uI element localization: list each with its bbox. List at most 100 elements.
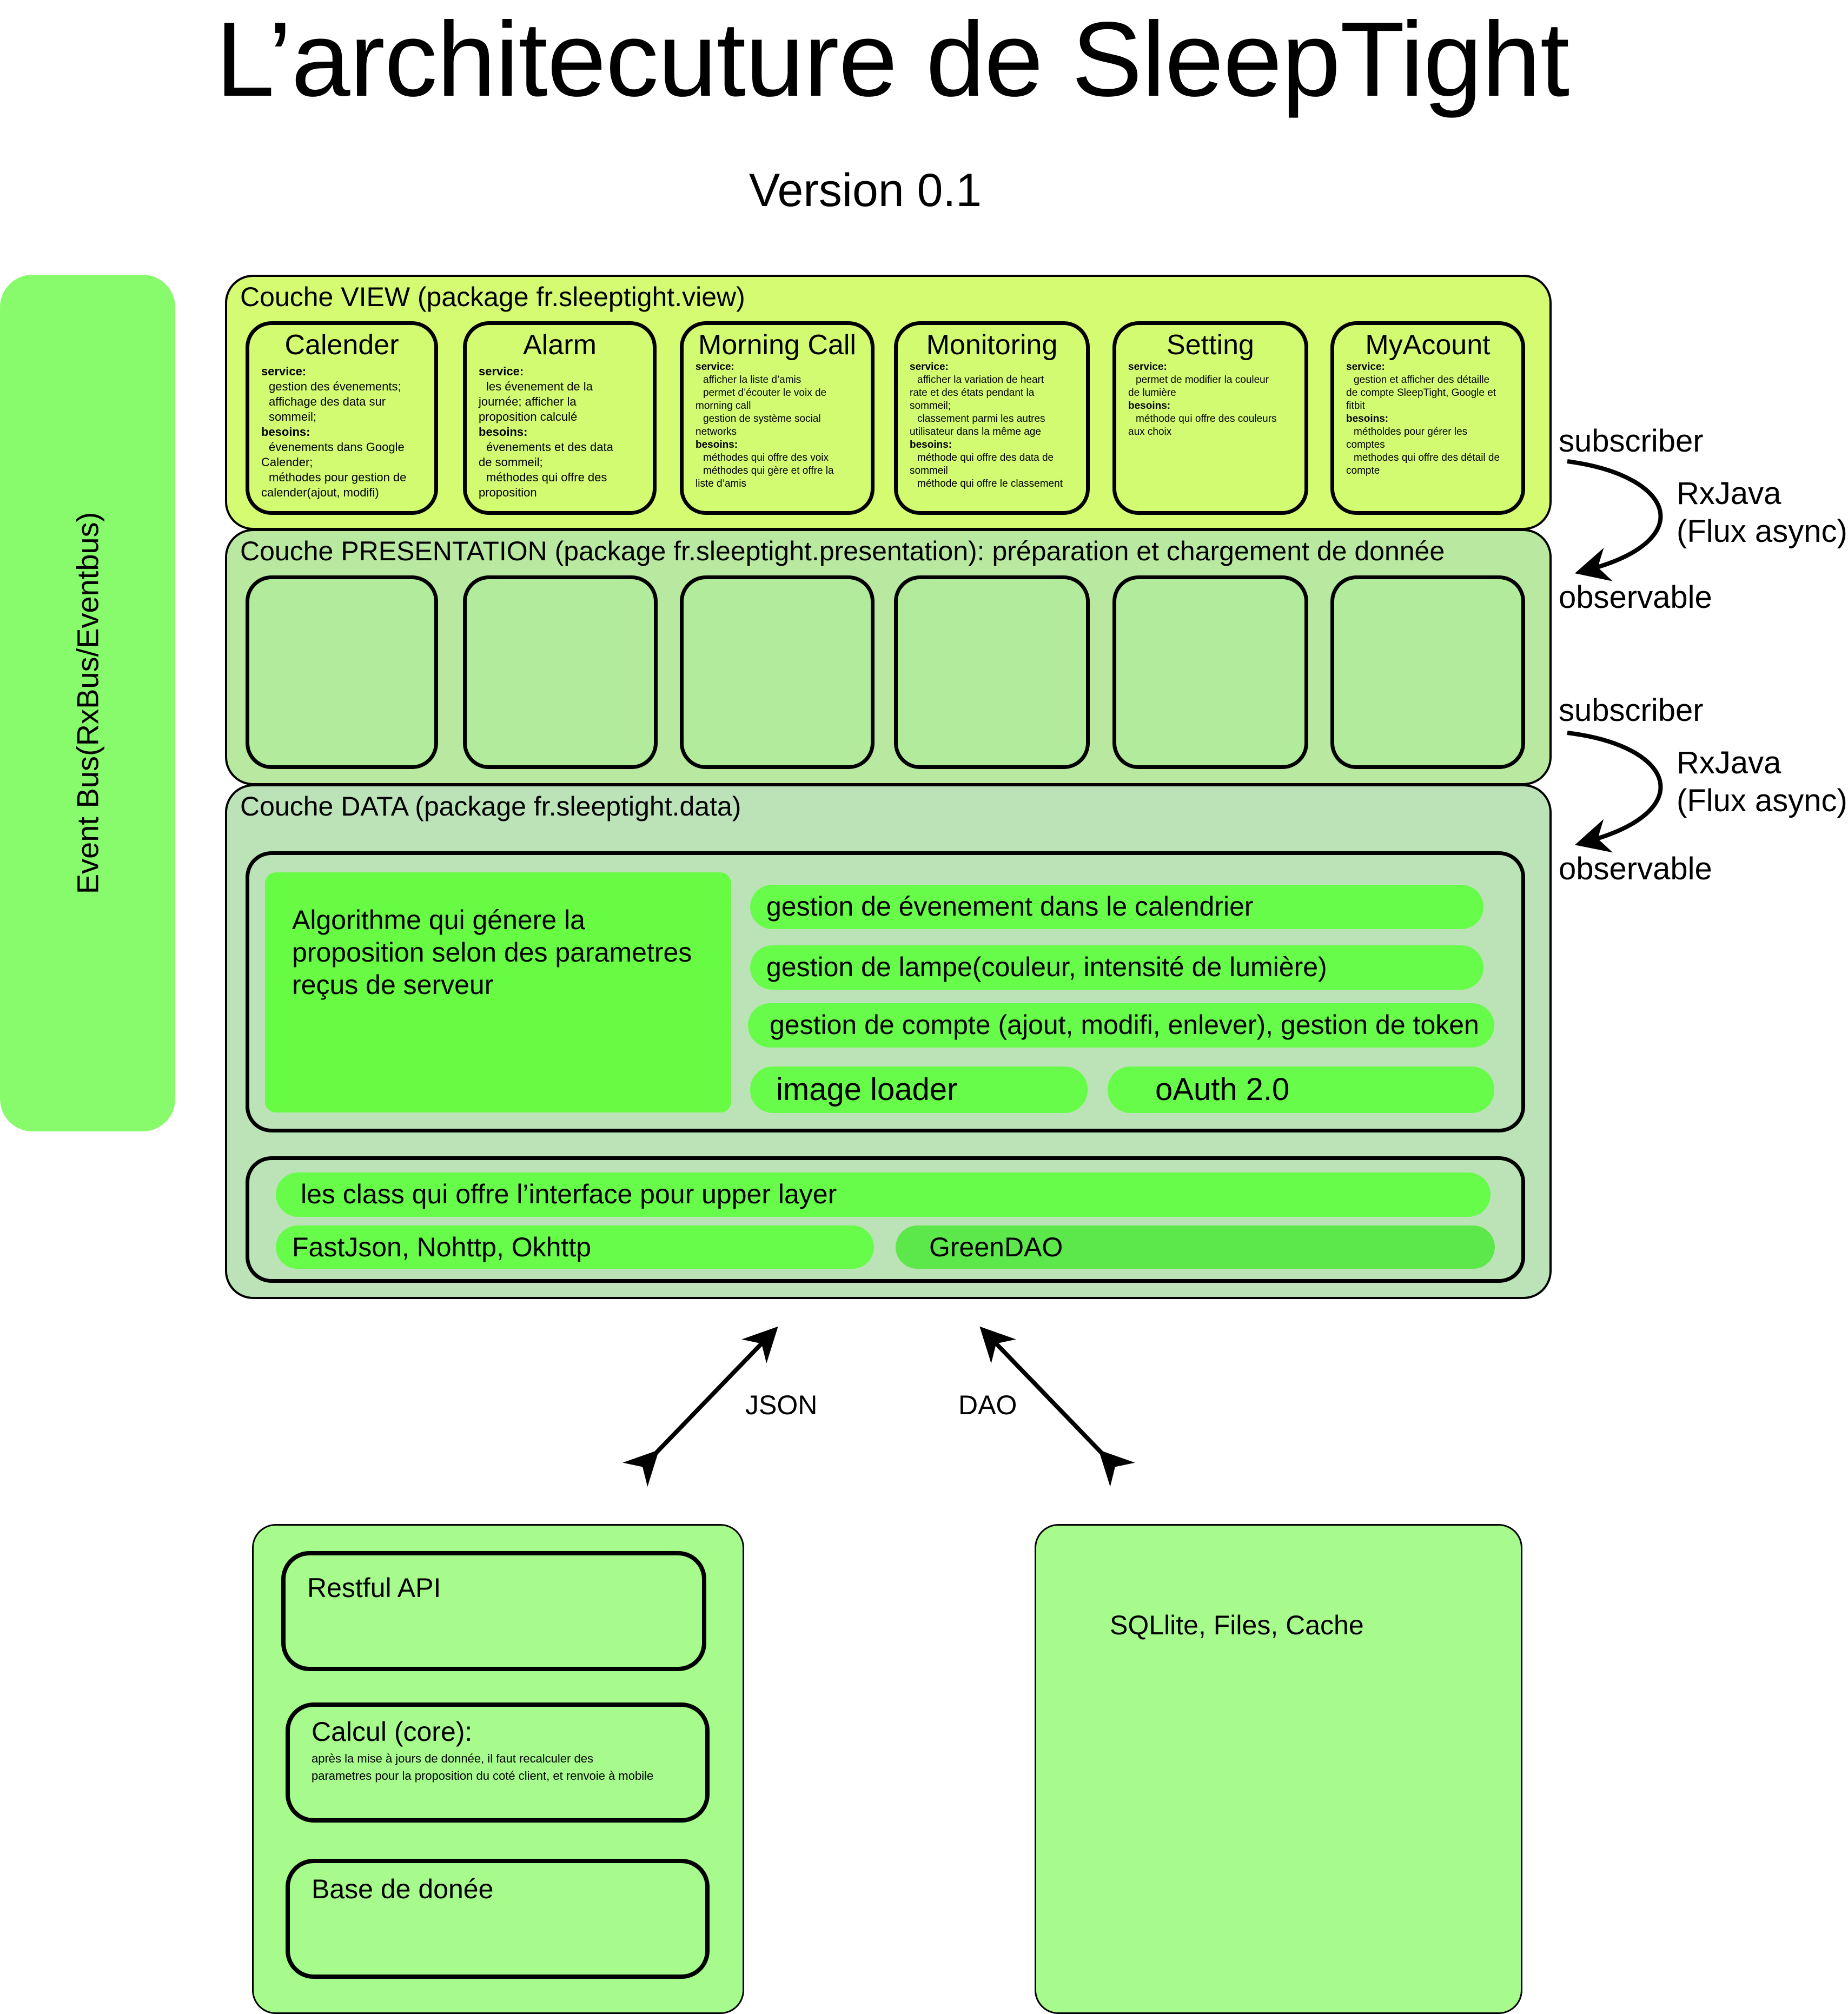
module-section-heading: besoins:	[696, 439, 738, 451]
module-section-heading: besoins:	[479, 425, 528, 439]
calendar-events-module: gestion de évenement dans le calendrier	[750, 885, 1483, 929]
module-line: permet de modifier la couleur	[1136, 374, 1269, 386]
module-line: gestion de système social	[703, 413, 821, 425]
event-bus-panel: Event Bus(RxBus/Eventbus)	[0, 275, 175, 1131]
module-section-heading: service:	[696, 361, 734, 373]
module-line: afficher la variation de heart	[917, 374, 1044, 386]
version-label: Version 0.1	[749, 164, 982, 216]
module-line: sommeil;	[910, 400, 951, 412]
module-line: proposition calculé	[479, 410, 578, 423]
module-title: Morning Call	[698, 329, 856, 361]
module-line: méthode qui offre des couleurs	[1136, 413, 1277, 425]
module-line: liste d’amis	[696, 478, 746, 489]
module-line: les évenement de la	[486, 380, 593, 393]
greendao-module: GreenDAO	[896, 1225, 1495, 1269]
restful-api-box: Restful API	[281, 1551, 706, 1671]
subscriber-label: subscriber	[1559, 693, 1704, 728]
rxjava-label: RxJava	[1677, 745, 1781, 780]
module-section-heading: service:	[479, 365, 524, 378]
local-storage-label: SQLlite, Files, Cache	[1110, 1610, 1364, 1640]
rxjava-flow-arrow	[1567, 731, 1663, 853]
module-morning-call: Morning Call service:afficher la liste d…	[680, 321, 875, 515]
module-section-heading: service:	[910, 361, 949, 373]
module-line: métholdes pour gérer les	[1354, 426, 1468, 438]
module-line: classement parmi les autres	[917, 413, 1045, 425]
module-line: networks	[696, 426, 737, 438]
network-libraries: FastJson, Nohttp, Okhttp	[276, 1225, 874, 1269]
interface-classes: les class qui offre l’interface pour upp…	[276, 1172, 1491, 1217]
presenter-box	[463, 575, 658, 769]
module-line: méthode qui offre le classement	[917, 478, 1063, 489]
dao-label: DAO	[958, 1390, 1017, 1420]
module-line: calender(ajout, modifi)	[261, 486, 379, 499]
observable-label: observable	[1559, 851, 1712, 886]
algorithm-block: Algorithme qui génere la proposition sel…	[265, 872, 731, 1112]
dao-bidirectional-arrow	[979, 1326, 1135, 1487]
rxjava-label: RxJava	[1677, 476, 1781, 511]
module-description: service:gestion et afficher des détaille…	[1346, 361, 1514, 478]
module-line: méthodes qui offre des	[486, 471, 607, 484]
module-line: afficher la liste d’amis	[703, 374, 802, 386]
module-line: affichage des data sur	[269, 395, 386, 408]
subscriber-label: subscriber	[1559, 423, 1704, 459]
module-line: évenements dans Google	[269, 440, 405, 454]
module-line: sommeil	[910, 465, 948, 476]
module-title: MyAcount	[1365, 329, 1491, 361]
module-line: gestion des évenements;	[269, 380, 401, 393]
calcul-core-note: après la mise à jours de donnée, il faut…	[312, 1752, 654, 1783]
algorithm-description: Algorithme qui génere la proposition sel…	[292, 905, 692, 1000]
account-module: gestion de compte (ajout, modifi, enleve…	[748, 1003, 1494, 1048]
module-line: journée; afficher la	[479, 395, 577, 408]
presenter-box	[246, 575, 438, 769]
image-loader-module: image loader	[750, 1066, 1088, 1113]
json-bidirectional-arrow	[622, 1326, 778, 1487]
module-section-heading: besoins:	[910, 439, 952, 451]
flux-async-label: (Flux async)	[1677, 514, 1847, 549]
module-line: de sommeil;	[479, 455, 543, 469]
lamp-module: gestion de lampe(couleur, intensité de l…	[750, 945, 1483, 990]
module-line: morning call	[696, 400, 751, 412]
module-line: comptes	[1346, 439, 1385, 451]
module-section-heading: service:	[1128, 361, 1167, 373]
calcul-core-label: Calcul (core):	[312, 1717, 473, 1747]
diagram-title: L’architecuture de SleepTight	[215, 0, 1569, 118]
module-line: de compte SleepTight, Google et	[1346, 387, 1496, 399]
restful-api-label: Restful API	[307, 1573, 441, 1603]
module-line: fitbit	[1346, 400, 1365, 412]
module-line: évenements et des data	[486, 440, 613, 454]
presenter-box	[680, 575, 875, 769]
flux-async-label: (Flux async)	[1677, 783, 1847, 818]
presenter-box	[894, 575, 1090, 769]
module-section-heading: besoins:	[1128, 400, 1171, 412]
database-label: Base de donée	[312, 1874, 494, 1904]
module-alarm: Alarm service: les évenement de la journée…	[463, 321, 657, 515]
module-line: sommeil;	[269, 410, 317, 423]
presenter-box	[1330, 575, 1525, 769]
presentation-layer-label: Couche PRESENTATION (package fr.sleeptig…	[240, 536, 1445, 566]
view-layer-label: Couche VIEW (package fr.sleeptight.view)	[240, 282, 745, 312]
module-line: aux choix	[1128, 426, 1172, 438]
data-layer-label: Couche DATA (package fr.sleeptight.data)	[240, 791, 741, 822]
module-monitoring: Monitoring service:afficher la variation…	[894, 321, 1090, 515]
calcul-core-box: Calcul (core): après la mise à jours de …	[286, 1702, 710, 1823]
module-line: méthodes pour gestion de	[269, 471, 407, 484]
module-description: service: les évenement de la journée; affi…	[479, 364, 645, 500]
module-title: Alarm	[523, 329, 597, 361]
local-storage-panel: SQLlite, Files, Cache	[1035, 1524, 1522, 2014]
module-section-heading: service:	[261, 365, 307, 378]
module-title: Monitoring	[926, 329, 1058, 361]
module-setting: Setting service:permet de modifier la co…	[1112, 321, 1308, 515]
module-line: Calender;	[261, 455, 313, 469]
module-line: gestion et afficher des détaille	[1354, 374, 1490, 386]
module-line: methodes qui offre des détail de	[1354, 452, 1500, 463]
module-title: Calender	[284, 329, 399, 361]
json-label: JSON	[745, 1390, 818, 1420]
module-line: permet d’écouter le voix de	[703, 387, 827, 399]
rxjava-flow-arrow	[1567, 459, 1663, 581]
module-calender: Calender service: gestion des évenements;…	[246, 321, 438, 515]
module-line: proposition	[479, 486, 537, 499]
